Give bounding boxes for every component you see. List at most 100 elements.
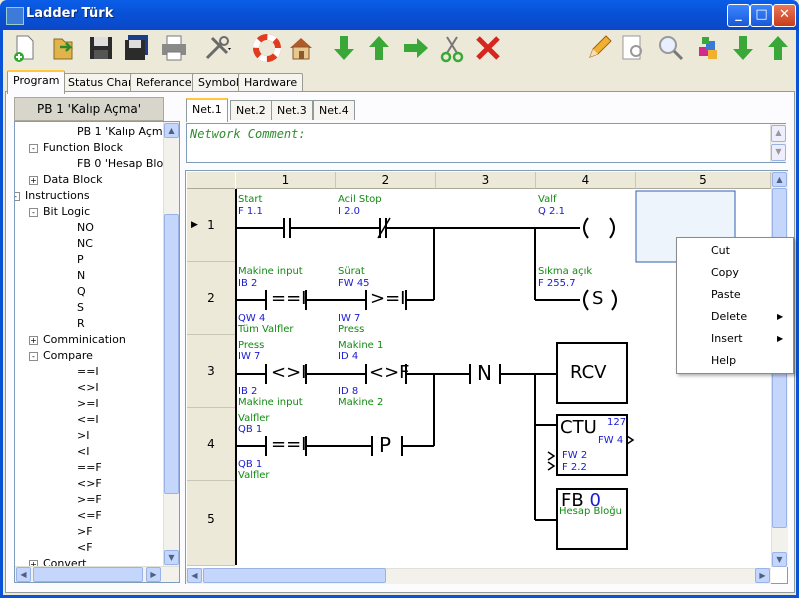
menu-item-copy[interactable]: Copy xyxy=(711,266,739,279)
tree-item[interactable]: Function Block xyxy=(43,141,124,154)
cut-icon[interactable] xyxy=(436,32,468,64)
expand-icon[interactable]: + xyxy=(29,336,38,345)
tree-item[interactable]: Bit Logic xyxy=(43,205,91,218)
column-header[interactable]: 2 xyxy=(336,172,436,189)
tab-hardware[interactable]: Hardware xyxy=(238,73,304,92)
column-header[interactable]: 5 xyxy=(636,172,771,189)
tree-item[interactable]: S xyxy=(77,301,84,314)
grid-hscroll-thumb[interactable] xyxy=(203,568,386,583)
row-header[interactable]: 5 xyxy=(187,481,235,566)
tree-item[interactable]: P xyxy=(77,253,84,266)
delete-icon[interactable] xyxy=(472,32,504,64)
tree-item[interactable]: <>F xyxy=(77,477,102,490)
compile-icon[interactable] xyxy=(692,32,724,64)
tree-item[interactable]: <F xyxy=(77,541,93,554)
tree-item[interactable]: R xyxy=(77,317,85,330)
expand-icon[interactable]: + xyxy=(29,176,38,185)
tree-scroll-left-button[interactable]: ◀ xyxy=(16,567,31,582)
download-icon[interactable] xyxy=(727,32,759,64)
tree-item[interactable]: ==F xyxy=(77,461,102,474)
tree-item[interactable]: Data Block xyxy=(43,173,103,186)
tab-referance[interactable]: Referance xyxy=(130,73,198,92)
compare-operator: <>I xyxy=(271,362,307,383)
collapse-icon[interactable]: - xyxy=(29,208,38,217)
tree-scroll-right-button[interactable]: ▶ xyxy=(146,567,161,582)
tree-item[interactable]: NC xyxy=(77,237,93,250)
tree-item[interactable]: Compare xyxy=(43,349,93,362)
column-header[interactable]: 3 xyxy=(436,172,536,189)
tree-item[interactable]: Instructions xyxy=(25,189,90,202)
new-file-icon[interactable] xyxy=(9,32,41,64)
ctu-input-1: FW 2 xyxy=(562,450,588,461)
tab-net-4[interactable]: Net.4 xyxy=(313,100,355,120)
tree-item[interactable]: <>I xyxy=(77,381,99,394)
tab-status-chart[interactable]: Status Chart xyxy=(62,73,143,92)
menu-item-paste[interactable]: Paste xyxy=(711,288,741,301)
row-header[interactable]: ▶1 xyxy=(187,189,235,262)
menu-item-insert[interactable]: Insert xyxy=(711,332,743,345)
tree-item[interactable]: <=I xyxy=(77,413,99,426)
arrow-right-icon[interactable] xyxy=(400,32,432,64)
menu-item-delete[interactable]: Delete xyxy=(711,310,748,323)
tab-program[interactable]: Program xyxy=(7,70,66,94)
tree-item[interactable]: Q xyxy=(77,285,86,298)
tree-scroll-thumb[interactable] xyxy=(164,214,179,494)
grid-scroll-down-button[interactable]: ▼ xyxy=(772,552,787,567)
home-icon[interactable] xyxy=(285,32,317,64)
comment-scroll-down-button[interactable]: ▼ xyxy=(771,144,786,161)
save-icon[interactable] xyxy=(85,32,117,64)
column-header[interactable]: 1 xyxy=(236,172,336,189)
tree-hscroll-thumb[interactable] xyxy=(33,567,143,582)
compare-name: Valfler xyxy=(238,413,270,424)
compare-operator: >=I xyxy=(370,288,406,309)
grid-scroll-up-button[interactable]: ▲ xyxy=(772,172,787,187)
collapse-icon[interactable]: - xyxy=(15,192,20,201)
tree-item[interactable]: Comminication xyxy=(43,333,126,346)
row-header[interactable]: 3 xyxy=(187,335,235,408)
tree-item[interactable]: FB 0 'Hesap Bloğu xyxy=(77,157,178,170)
grid-scroll-left-button[interactable]: ◀ xyxy=(187,568,202,583)
collapse-icon[interactable]: - xyxy=(29,352,38,361)
tree-scroll-down-button[interactable]: ▼ xyxy=(164,550,179,565)
tree-scroll-up-button[interactable]: ▲ xyxy=(164,123,179,138)
tab-net-3[interactable]: Net.3 xyxy=(271,100,313,120)
minimize-button[interactable]: _ xyxy=(727,4,750,27)
open-icon[interactable] xyxy=(47,32,79,64)
menu-item-cut[interactable]: Cut xyxy=(711,244,730,257)
arrow-down-icon[interactable] xyxy=(328,32,360,64)
tree-item[interactable]: >=I xyxy=(77,397,99,410)
tree-item[interactable]: >I xyxy=(77,429,90,442)
zoom-icon[interactable] xyxy=(655,32,687,64)
tree-item[interactable]: NO xyxy=(77,221,94,234)
menu-item-help[interactable]: Help xyxy=(711,354,737,367)
print-icon[interactable] xyxy=(158,32,190,64)
preview-icon[interactable] xyxy=(617,32,649,64)
title-bar[interactable] xyxy=(0,0,799,30)
tree-item[interactable]: >F xyxy=(77,525,93,538)
column-header[interactable]: 4 xyxy=(536,172,636,189)
grid-scroll-right-button[interactable]: ▶ xyxy=(755,568,770,583)
tab-net-1[interactable]: Net.1 xyxy=(186,98,228,122)
tree-item[interactable]: PB 1 'Kalıp Açma' xyxy=(77,125,173,138)
close-button[interactable]: ✕ xyxy=(773,4,796,27)
tree-item[interactable]: N xyxy=(77,269,86,282)
tree-item[interactable]: <=F xyxy=(77,509,102,522)
compare-operator: ==I xyxy=(271,434,307,455)
tree-item[interactable]: <I xyxy=(77,445,90,458)
help-lifebuoy-icon[interactable] xyxy=(251,32,283,64)
fb-number: 0 xyxy=(589,490,601,511)
tree-item[interactable]: ==I xyxy=(77,365,99,378)
row-header[interactable]: 4 xyxy=(187,408,235,481)
network-comment-field[interactable] xyxy=(186,123,786,163)
row-header[interactable]: 2 xyxy=(187,262,235,335)
tools-icon[interactable] xyxy=(201,32,233,64)
arrow-up-icon[interactable] xyxy=(363,32,395,64)
tree-item[interactable]: >=F xyxy=(77,493,102,506)
upload-icon[interactable] xyxy=(762,32,794,64)
save-all-icon[interactable] xyxy=(121,32,153,64)
pencil-icon[interactable] xyxy=(583,32,615,64)
maximize-button[interactable]: □ xyxy=(750,4,773,27)
collapse-icon[interactable]: - xyxy=(29,144,38,153)
comment-scroll-up-button[interactable]: ▲ xyxy=(771,125,786,142)
